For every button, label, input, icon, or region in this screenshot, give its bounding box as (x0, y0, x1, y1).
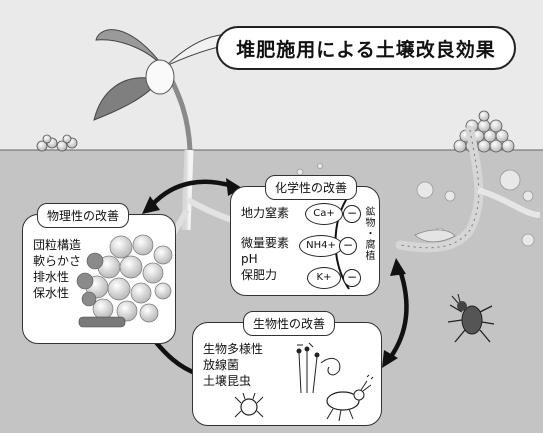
soil-aggregate-illustration (76, 234, 173, 328)
negative-charge: − (343, 205, 361, 223)
mite-icon (234, 392, 264, 418)
ion-potassium: K+ (307, 267, 341, 289)
stone-shape (414, 229, 456, 243)
chemical-item: pH (241, 252, 258, 266)
biological-panel-title: 生物性の改善 (243, 311, 336, 336)
negative-charge: − (343, 269, 361, 287)
sky-area (0, 0, 543, 150)
physical-item: 団粒構造 (33, 238, 82, 252)
ion-ammonium: NH4+ (299, 235, 343, 257)
earthworm-illustration (395, 125, 541, 253)
surface-clods (36, 134, 78, 152)
ion-calcium: Ca+ (305, 203, 343, 225)
negative-charge: − (339, 237, 357, 255)
chemical-item: 保肥力 (241, 268, 278, 282)
physical-improvement-panel: 物理性の改善 団粒構造 軟らかさ 排水性 保水性 (22, 203, 176, 344)
chemical-improvement-panel: 化学性の改善 地力窒素 微量要素 pH 保肥力 Ca+ NH4+ K+ − − … (230, 175, 380, 296)
chemical-item: 地力窒素 (241, 206, 290, 220)
soil-organisms-illustration (234, 342, 374, 422)
biological-item: 土壌昆虫 (203, 374, 252, 388)
physical-panel-title: 物理性の改善 (37, 203, 130, 228)
biological-item: 放線菌 (203, 358, 240, 372)
physical-item: 軟らかさ (33, 254, 82, 268)
mineral-humus-label: 鉱 物 ・ 腐 植 (365, 207, 376, 262)
physical-item: 排水性 (33, 270, 70, 284)
biological-item: 生物多様性 (203, 342, 264, 356)
main-title: 堆肥施用による土壌改良効果 (216, 26, 516, 70)
actinomycetes-icon (296, 342, 341, 394)
springtail-icon (326, 374, 374, 422)
chemical-item: 微量要素 (241, 236, 290, 250)
chemical-panel-title: 化学性の改善 (265, 175, 358, 200)
physical-item: 保水性 (33, 286, 70, 300)
biological-improvement-panel: 生物性の改善 生物多様性 放線菌 土壌昆虫 (192, 311, 382, 426)
beetle-icon (447, 293, 495, 343)
